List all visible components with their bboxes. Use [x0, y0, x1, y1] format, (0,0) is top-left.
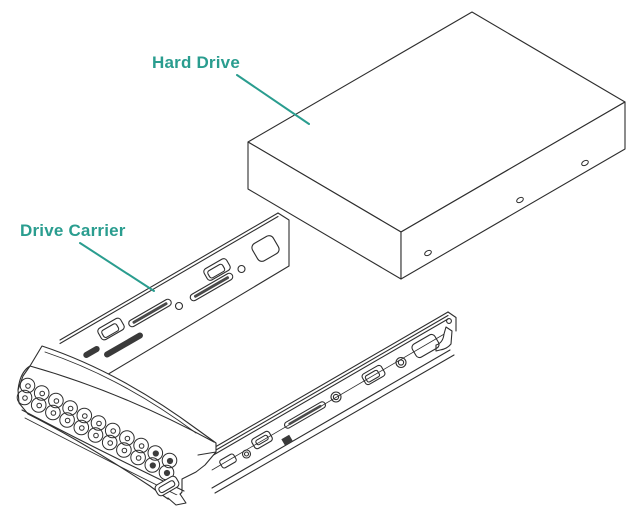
- bezel-hole-center: [64, 417, 71, 424]
- carrier-far-rail: [59, 212, 290, 383]
- bezel-hole: [33, 385, 50, 401]
- far-rail-slot: [189, 272, 234, 302]
- bezel-hole: [45, 404, 61, 421]
- bezel-hole: [19, 377, 36, 394]
- drive-carrier-drawing: [16, 212, 457, 506]
- bezel-hole-center: [166, 457, 174, 465]
- bezel-hole: [130, 449, 146, 466]
- bezel-hole: [161, 452, 178, 469]
- near-rail-screw-ring: [395, 356, 407, 369]
- near-rail-spring-clip: [251, 430, 273, 450]
- drive-carrier-leader-line: [79, 242, 155, 292]
- bezel-hole-center: [79, 425, 85, 431]
- bezel-hole: [16, 389, 33, 406]
- bezel-hole-center: [96, 420, 102, 427]
- bezel-hole-center: [53, 398, 60, 404]
- far-rail-tab: [203, 258, 231, 281]
- far-rail-top-edge: [59, 212, 279, 341]
- bezel-hole: [48, 392, 64, 409]
- far-rail-slot: [128, 298, 172, 328]
- near-rail-tab: [361, 364, 386, 386]
- bezel-latch-tip: [167, 493, 187, 506]
- bezel-hole: [104, 422, 121, 439]
- near-rail-screw-ring: [330, 391, 342, 403]
- carrier-near-rail: [209, 311, 457, 494]
- far-rail-lower-slot: [104, 332, 143, 358]
- bezel-hole-center: [107, 440, 113, 446]
- hard-drive-screw-holes: [424, 159, 589, 257]
- bezel-hole: [30, 397, 47, 413]
- bezel-hole-center: [135, 455, 142, 461]
- bezel-hole: [73, 419, 90, 436]
- bezel-left-crease: [17, 365, 31, 391]
- bezel-hole-center: [121, 447, 128, 454]
- bezel-hole-center: [50, 410, 57, 416]
- near-rail-slot: [284, 401, 326, 429]
- bezel-hole: [87, 427, 104, 443]
- near-rail-end-cap: [447, 311, 457, 332]
- bezel-hole: [119, 430, 135, 446]
- near-rail-end-hook: [435, 326, 453, 352]
- bezel-end-step: [197, 451, 217, 456]
- far-rail-hole: [237, 264, 246, 274]
- bezel-roof-highlight: [44, 351, 197, 434]
- bezel-hole-center: [138, 443, 145, 449]
- far-rail-big-hole: [251, 235, 280, 262]
- far-rail-tab: [97, 317, 125, 341]
- bezel-hole: [76, 407, 93, 424]
- leader-lines: [79, 74, 310, 292]
- hard-drive-leader-line: [236, 74, 310, 125]
- bezel-hole: [59, 412, 75, 428]
- hard-drive-drawing: [247, 11, 626, 280]
- bezel-hole-center: [67, 405, 74, 412]
- bezel-hole: [133, 437, 149, 454]
- bezel-hole-center: [163, 469, 171, 477]
- far-rail-lower-slot: [83, 346, 100, 358]
- near-rail-dark-notch: [281, 434, 293, 446]
- hard-drive-label: Hard Drive: [152, 53, 240, 72]
- bezel-hole-center: [39, 390, 46, 397]
- far-rail-end-cap: [277, 212, 290, 267]
- bezel-hole-center: [152, 450, 159, 457]
- bezel-release-latch: [154, 475, 187, 506]
- bezel-hole: [90, 415, 107, 431]
- drive-carrier-label: Drive Carrier: [20, 221, 126, 240]
- bezel-hole-center: [93, 432, 99, 439]
- bezel-hole-center: [124, 435, 131, 442]
- near-rail-tab: [219, 453, 237, 469]
- bezel-hole: [62, 400, 78, 416]
- bezel-perforations: [16, 377, 178, 481]
- bezel-hole-center: [22, 395, 28, 401]
- carrier-front-bezel: [16, 345, 217, 506]
- bezel-hole-center: [25, 383, 31, 389]
- near-rail-top-edge: [209, 311, 449, 451]
- hard-drive-front-face: [400, 101, 626, 280]
- near-rail-bottom-edge: [211, 349, 451, 489]
- bezel-hole: [116, 442, 132, 458]
- bezel-hole: [101, 434, 118, 451]
- near-rail-screw-ring: [241, 449, 252, 459]
- bezel-hole-center: [149, 462, 156, 469]
- bezel-hole-center: [36, 402, 43, 409]
- bezel-hole: [144, 457, 161, 473]
- near-rail-floor-edge: [214, 354, 455, 494]
- bezel-hole-center: [110, 428, 116, 434]
- far-rail-hole: [174, 301, 184, 311]
- bezel-hole-center: [82, 413, 88, 419]
- near-rail-end-hole: [446, 318, 452, 324]
- near-rail-cutout: [411, 333, 440, 359]
- far-rail-bottom-edge: [94, 265, 290, 383]
- bezel-hole: [147, 445, 164, 461]
